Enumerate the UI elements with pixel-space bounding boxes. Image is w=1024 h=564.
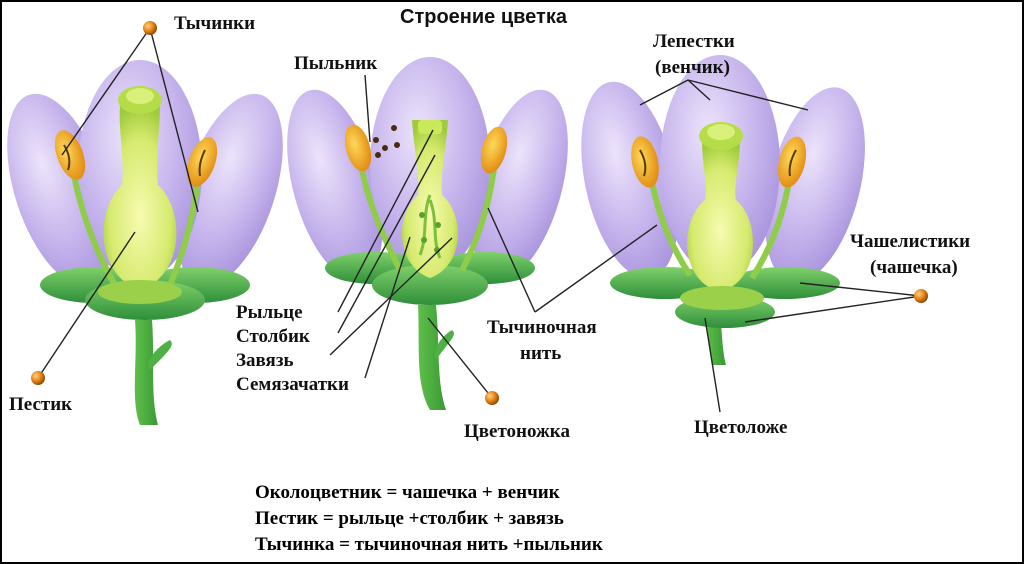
diagram-title: Строение цветка [400,6,567,28]
flower-left [7,60,283,425]
pointer-dot-pistil [31,371,45,385]
label-ovary: Завязь [236,350,294,371]
label-filament-line1: Тычиночная [487,317,597,338]
label-style: Столбик [236,326,310,347]
label-sepals: Чашелистики [850,231,971,252]
pointer-lines [37,27,922,413]
label-ovules: Семязачатки [236,374,349,395]
label-stigma: Рыльце [236,302,303,323]
label-pedicel: Цветоножка [464,421,570,442]
label-corolla: (венчик) [655,57,730,78]
pointer-dot-pedicel [485,391,499,405]
label-pistil: Пестик [9,394,73,415]
label-petals: Лепестки [653,31,735,52]
label-stamens: Тычинки [174,13,256,34]
flower-right [581,55,865,365]
label-calyx: (чашечка) [870,257,958,278]
pointer-dot-stamens [143,21,157,35]
formula-pistil: Пестик = рыльце +столбик + завязь [255,508,564,529]
pointer-dot-sepals [914,289,928,303]
formula-stamen: Тычинка = тычиночная нить +пыльник [255,534,603,555]
formula-perianth: Околоцветник = чашечка + венчик [255,482,560,503]
label-filament-line2: нить [520,343,562,364]
label-receptacle: Цветоложе [694,417,788,438]
label-anther: Пыльник [294,53,378,74]
